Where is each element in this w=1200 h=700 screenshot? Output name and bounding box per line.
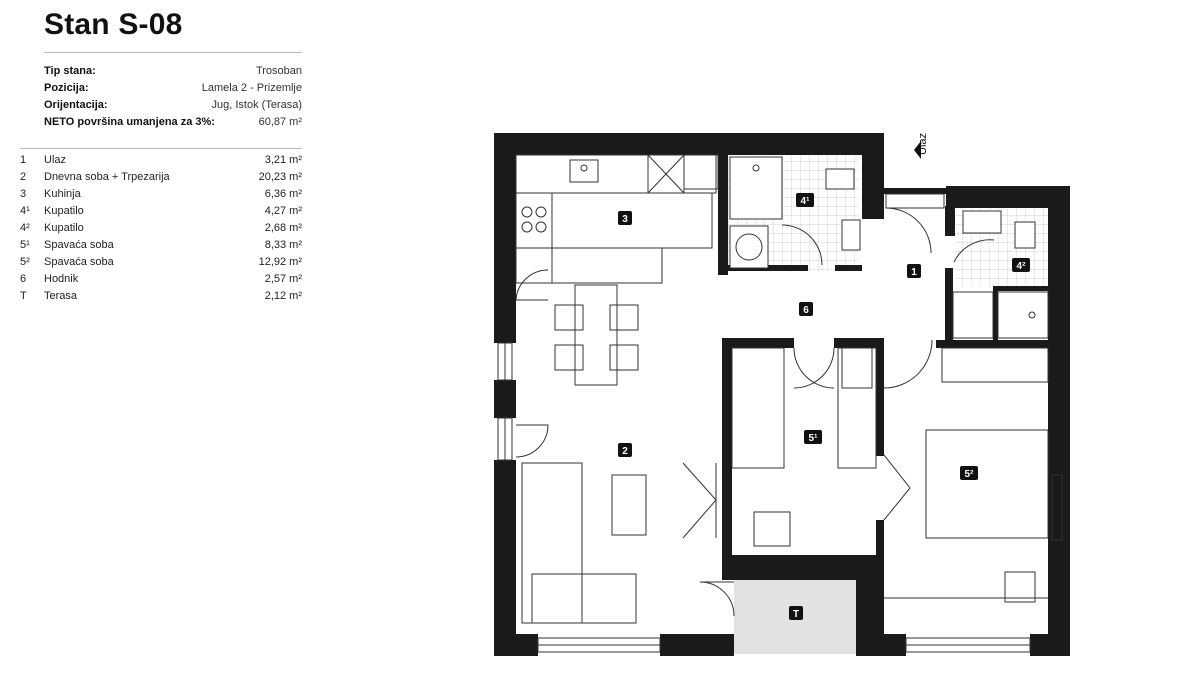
room-name: Kuhinja <box>44 188 81 200</box>
entrance-arrow-icon <box>914 141 921 159</box>
room-number: T <box>20 290 27 302</box>
room-row: 3 Kuhinja 6,36 m² <box>20 186 302 203</box>
entrance-marker: Ulaz <box>914 133 929 159</box>
room-tag-bath1: 4¹ <box>801 196 811 207</box>
room-area: 8,33 m² <box>264 239 302 251</box>
windows <box>497 342 1063 653</box>
bed1-furniture <box>731 347 877 547</box>
apartment-title: Stan S-08 <box>44 8 183 41</box>
room-area: 20,23 m² <box>258 171 302 183</box>
room-area: 12,92 m² <box>258 256 302 268</box>
entrance-label: Ulaz <box>917 133 929 155</box>
room-name: Spavaća soba <box>44 239 114 251</box>
room-row: 5¹ Spavaća soba 8,33 m² <box>20 237 302 254</box>
room-name: Dnevna soba + Trpezarija <box>44 171 170 183</box>
room-tag-living: 2 <box>622 446 628 457</box>
info-row-position: Pozicija: Lamela 2 - Prizemlje <box>44 80 302 97</box>
room-tag-hall: 6 <box>803 305 809 316</box>
room-area: 3,21 m² <box>264 154 302 166</box>
room-area: 6,36 m² <box>264 188 302 200</box>
room-name: Hodnik <box>44 273 79 285</box>
bath2-fixtures <box>885 193 1049 339</box>
bath1-fixtures <box>729 156 861 269</box>
info-row-type: Tip stana: Trosoban <box>44 63 302 80</box>
room-name: Spavaća soba <box>44 256 114 268</box>
info-value: 60,87 m² <box>258 116 302 128</box>
room-tag-bath2: 4² <box>1017 261 1027 272</box>
room-number: 4¹ <box>20 205 30 217</box>
room-row: 1 Ulaz 3,21 m² <box>20 152 302 169</box>
room-area: 4,27 m² <box>264 205 302 217</box>
room-number: 4² <box>20 222 30 234</box>
room-row: 6 Hodnik 2,57 m² <box>20 271 302 288</box>
info-value: Lamela 2 - Prizemlje <box>201 82 302 94</box>
room-list: 1 Ulaz 3,21 m² 2 Dnevna soba + Trpezarija 20… <box>20 148 302 305</box>
room-tag-kitchen: 3 <box>622 214 628 225</box>
info-label: NETO površina umanjena za 3%: <box>44 116 215 128</box>
room-row: T Terasa 2,12 m² <box>20 288 302 305</box>
info-label: Tip stana: <box>44 65 96 77</box>
room-number: 2 <box>20 171 27 183</box>
info-label: Pozicija: <box>44 82 89 94</box>
room-name: Ulaz <box>44 154 67 166</box>
room-tag-entry: 1 <box>911 267 917 278</box>
info-row-orientation: Orijentacija: Jug, Istok (Terasa) <box>44 97 302 114</box>
room-number: 3 <box>20 188 27 200</box>
room-row: 4² Kupatilo 2,68 m² <box>20 220 302 237</box>
room-row: 4¹ Kupatilo 4,27 m² <box>20 203 302 220</box>
room-area: 2,68 m² <box>264 222 302 234</box>
info-value: Trosoban <box>255 65 302 77</box>
room-tag-terrace: T <box>793 609 799 620</box>
room-row: 2 Dnevna soba + Trpezarija 20,23 m² <box>20 169 302 186</box>
room-area: 2,57 m² <box>264 273 302 285</box>
apartment-info-table: Tip stana: Trosoban Pozicija: Lamela 2 -… <box>44 52 302 131</box>
info-row-net-area: NETO površina umanjena za 3%: 60,87 m² <box>44 114 302 131</box>
room-number: 5¹ <box>20 239 30 251</box>
room-number: 6 <box>20 273 27 285</box>
room-row: 5² Spavaća soba 12,92 m² <box>20 254 302 271</box>
room-tag-bed1: 5¹ <box>809 433 819 444</box>
room-number: 1 <box>20 154 27 166</box>
info-label: Orijentacija: <box>44 99 108 111</box>
room-tag-bed2: 5² <box>965 469 975 480</box>
room-name: Kupatilo <box>44 205 84 217</box>
info-value: Jug, Istok (Terasa) <box>211 99 302 111</box>
room-name: Kupatilo <box>44 222 84 234</box>
room-area: 2,12 m² <box>264 290 302 302</box>
kitchen-furniture <box>515 154 719 386</box>
room-tags: 3 4¹ 1 4² 6 2 5¹ 5² T <box>618 193 1030 620</box>
room-number: 5² <box>20 256 30 268</box>
living-furniture <box>515 424 735 624</box>
bed2-furniture <box>883 339 1049 603</box>
room-name: Terasa <box>44 290 78 302</box>
